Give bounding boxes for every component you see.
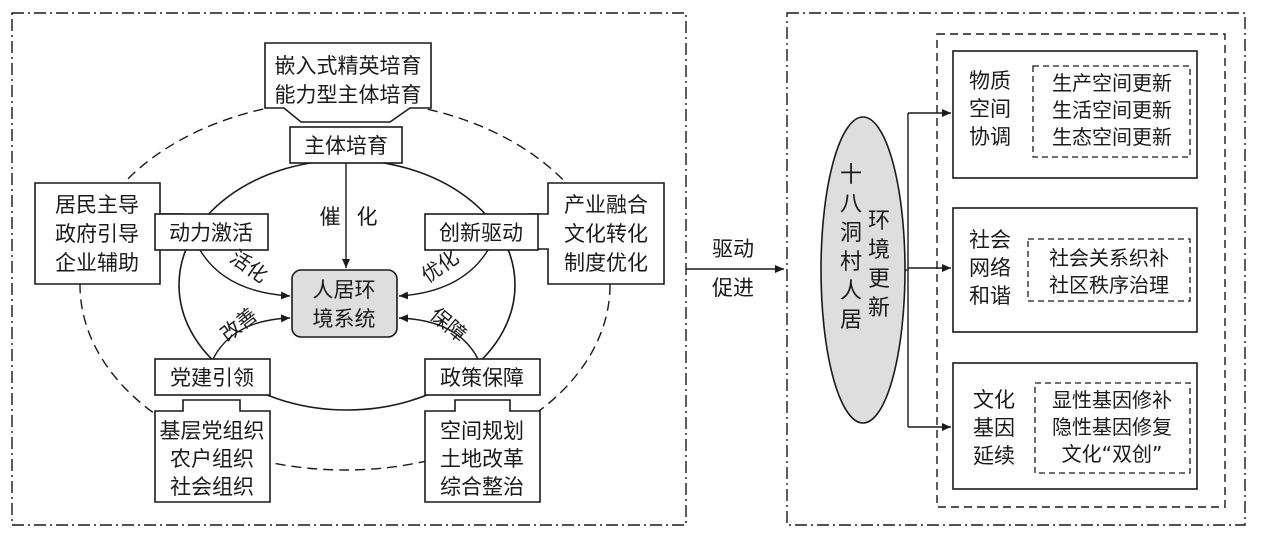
material-item-2: 生活空间更新: [1052, 98, 1172, 122]
ellipse-char-8: 境: [868, 238, 890, 263]
ellipse-char-9: 更: [868, 267, 890, 292]
policy-title-box: [424, 358, 541, 396]
dynamic-detail-2: 政府引导: [55, 222, 139, 246]
catalysis-label-2: 化: [357, 205, 378, 229]
culture-item-1: 显性基因修补: [1052, 388, 1172, 412]
material-label-1: 物质: [969, 69, 1011, 93]
party-title-box: [154, 358, 271, 396]
culture-label-1: 文化: [973, 388, 1015, 412]
social-network-box: [952, 207, 1198, 333]
party-detail-2: 农户组织: [170, 447, 254, 471]
activation-arrow: [199, 249, 291, 300]
optimization-arrow: [398, 249, 489, 300]
innovation-detail-1: 产业融合: [564, 193, 648, 217]
innovation-title: 创新驱动: [439, 221, 523, 245]
material-label-2: 空间: [969, 97, 1011, 121]
center-system-line2: 境系统: [313, 307, 376, 331]
right-panel-frame: [786, 12, 1246, 526]
center-system-line1: 人居环: [313, 278, 376, 302]
social-label-2: 网络: [969, 256, 1011, 280]
party-title: 党建引领: [170, 366, 254, 390]
dynamic-title: 动力激活: [169, 221, 253, 245]
ellipse-char-3: 洞: [840, 221, 862, 246]
innovation-detail-3: 制度优化: [564, 251, 648, 275]
ellipse-char-1: 十: [840, 163, 862, 188]
party-details-box: [154, 399, 271, 503]
culture-item-3: 文化“双创”: [1062, 442, 1163, 466]
ellipse-char-5: 人: [840, 279, 862, 304]
social-label-1: 社会: [969, 228, 1011, 252]
village-renewal-ellipse: [820, 116, 906, 424]
guarantee-arrow: [398, 314, 479, 360]
innovation-title-box: [424, 213, 539, 251]
ellipse-char-10: 新: [868, 296, 890, 321]
culture-label-3: 延续: [973, 444, 1015, 468]
ellipse-char-6: 居: [840, 308, 862, 333]
policy-detail-3: 综合整治: [440, 475, 524, 499]
subject-detail-2: 能力型主体培育: [275, 83, 422, 107]
social-item-1: 社会关系织补: [1049, 246, 1169, 270]
center-system-box: [291, 269, 398, 338]
material-items-box: [1032, 65, 1191, 158]
social-items-box: [1027, 238, 1191, 302]
cultural-gene-box: [952, 362, 1198, 490]
policy-detail-1: 空间规划: [440, 419, 524, 443]
social-item-2: 社区秩序治理: [1049, 273, 1169, 297]
culture-item-2: 隐性基因修复: [1052, 415, 1172, 439]
ellipse-char-7: 环: [868, 209, 890, 234]
dynamic-detail-1: 居民主导: [55, 193, 139, 217]
connector-label-1: 驱动: [712, 237, 754, 261]
policy-detail-2: 土地改革: [440, 447, 524, 471]
social-label-3: 和谐: [969, 284, 1011, 308]
subject-title: 主体培育: [304, 134, 388, 158]
outer-dashed-ellipse: [79, 99, 611, 471]
policy-details-box: [424, 399, 541, 503]
catalysis-label-1: 催: [320, 205, 341, 229]
material-item-1: 生产空间更新: [1052, 71, 1172, 95]
party-detail-3: 社会组织: [170, 475, 254, 499]
culture-items-box: [1034, 382, 1191, 474]
improvement-arrow: [212, 314, 291, 360]
innovation-detail-2: 文化转化: [564, 222, 648, 246]
connector-label-2: 促进: [712, 276, 754, 300]
innovation-details-box: [529, 182, 665, 285]
material-label-3: 协调: [969, 125, 1011, 149]
material-item-3: 生态空间更新: [1052, 125, 1172, 149]
ellipse-char-4: 村: [840, 250, 862, 275]
subject-details-box: [264, 42, 432, 123]
right-inner-dashed-frame: [936, 33, 1226, 508]
culture-label-2: 基因: [973, 416, 1015, 440]
dynamic-detail-3: 企业辅助: [55, 251, 139, 275]
ellipse-char-2: 八: [840, 192, 862, 217]
subject-title-box: [289, 126, 403, 164]
subject-detail-1: 嵌入式精英培育: [275, 54, 422, 78]
policy-title: 政策保障: [440, 366, 524, 390]
improvement-label: 改善: [216, 303, 262, 347]
party-detail-1: 基层党组织: [160, 419, 265, 443]
dynamic-title-box: [154, 213, 269, 251]
